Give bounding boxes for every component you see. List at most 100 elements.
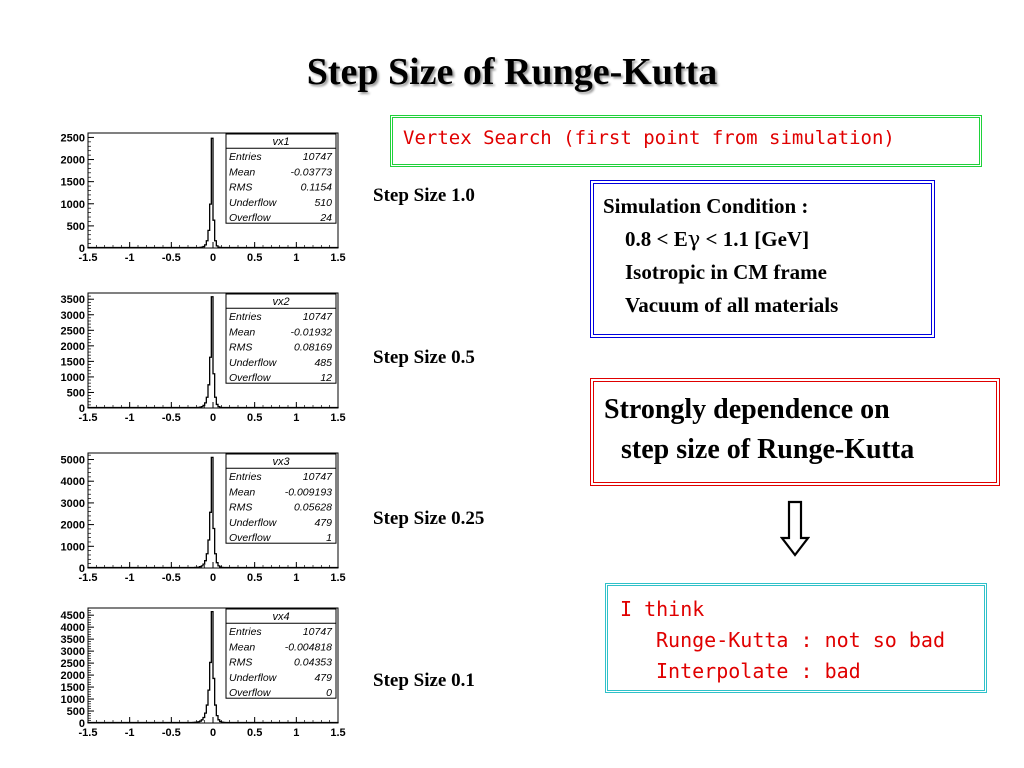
stats-value: -0.004818 bbox=[285, 641, 332, 653]
stats-box bbox=[225, 293, 337, 384]
y-tick-label: 1000 bbox=[61, 372, 85, 384]
x-tick-label: 0 bbox=[210, 572, 216, 584]
stats-value: -0.01932 bbox=[291, 326, 333, 338]
vacuum-condition: Vacuum of all materials bbox=[625, 293, 839, 317]
y-tick-label: 500 bbox=[67, 387, 85, 399]
y-tick-label: 1000 bbox=[61, 199, 85, 211]
stats-name: Mean bbox=[229, 326, 255, 338]
vertex-search-box: Vertex Search (first point from simulati… bbox=[390, 115, 982, 167]
y-tick-label: 1000 bbox=[61, 694, 85, 706]
stats-name: Overflow bbox=[229, 687, 272, 699]
histogram-vx4: 050010001500200025003000350040004500-1.5… bbox=[61, 607, 346, 739]
x-tick-label: 1 bbox=[293, 252, 299, 264]
page-title: Step Size of Runge-Kutta bbox=[306, 51, 718, 93]
histogram-line bbox=[87, 610, 339, 724]
stats-name: Mean bbox=[229, 641, 255, 653]
stats-value: 0.05628 bbox=[294, 502, 332, 514]
double-down-arrow-icon bbox=[780, 500, 810, 557]
x-tick-label: -0.5 bbox=[162, 727, 181, 739]
vertex-search-text: Vertex Search (first point from simulati… bbox=[403, 127, 895, 149]
stats-name: Entries bbox=[229, 311, 262, 323]
stats-box bbox=[225, 608, 337, 699]
y-tick-label: 2500 bbox=[61, 658, 85, 670]
step-size-label-4: Step Size 0.1 bbox=[373, 670, 475, 691]
step-size-label-1: Step Size 1.0 bbox=[373, 185, 475, 206]
stats-name: Mean bbox=[229, 486, 255, 498]
stats-title: vx2 bbox=[272, 296, 289, 308]
x-tick-label: -1.5 bbox=[79, 727, 98, 739]
x-tick-label: -1.5 bbox=[79, 412, 98, 424]
stats-name: Overflow bbox=[229, 372, 272, 384]
stats-title: vx3 bbox=[272, 456, 290, 468]
y-tick-label: 2500 bbox=[61, 325, 85, 337]
x-tick-label: 1 bbox=[293, 412, 299, 424]
x-tick-label: 0.5 bbox=[247, 252, 262, 264]
y-tick-label: 500 bbox=[67, 221, 85, 233]
y-tick-label: 3000 bbox=[61, 498, 85, 510]
stats-name: RMS bbox=[229, 342, 252, 354]
y-tick-label: 2500 bbox=[61, 132, 85, 144]
x-tick-label: -1.5 bbox=[79, 252, 98, 264]
x-tick-label: -0.5 bbox=[162, 412, 181, 424]
y-tick-label: 5000 bbox=[61, 455, 85, 467]
stats-value: 0.1154 bbox=[301, 182, 332, 194]
stats-value: 10747 bbox=[303, 626, 333, 638]
gamma-symbol: γ bbox=[687, 227, 701, 251]
x-tick-label: -1 bbox=[125, 727, 135, 739]
stats-name: RMS bbox=[229, 182, 252, 194]
x-tick-label: 0.5 bbox=[247, 727, 262, 739]
y-tick-label: 3500 bbox=[61, 634, 85, 646]
conclusion-line-2: Runge-Kutta : not so bad bbox=[656, 628, 945, 652]
stats-name: Underflow bbox=[229, 197, 278, 209]
y-tick-label: 0 bbox=[79, 563, 85, 575]
y-tick-label: 4500 bbox=[61, 610, 85, 622]
stats-name: Entries bbox=[229, 151, 262, 163]
x-tick-label: 0 bbox=[210, 412, 216, 424]
x-tick-label: 1.5 bbox=[330, 412, 345, 424]
y-tick-label: 2000 bbox=[61, 155, 85, 167]
y-tick-label: 2000 bbox=[61, 341, 85, 353]
y-tick-label: 0 bbox=[79, 243, 85, 255]
y-tick-label: 2000 bbox=[61, 520, 85, 532]
x-tick-label: 1.5 bbox=[330, 252, 345, 264]
y-tick-label: 2000 bbox=[61, 670, 85, 682]
stats-value: 479 bbox=[314, 517, 332, 529]
x-tick-label: 1.5 bbox=[330, 572, 345, 584]
histogram-line bbox=[87, 456, 339, 569]
x-tick-label: -1 bbox=[125, 252, 135, 264]
energy-range: 0.8 < Eγ < 1.1 [GeV] bbox=[625, 227, 809, 252]
y-tick-label: 1500 bbox=[61, 356, 85, 368]
stats-name: Overflow bbox=[229, 212, 272, 224]
x-tick-label: -1 bbox=[125, 412, 135, 424]
y-tick-label: 1500 bbox=[61, 177, 85, 189]
y-tick-label: 0 bbox=[79, 403, 85, 415]
stats-title: vx4 bbox=[272, 611, 289, 623]
stats-value: 0 bbox=[326, 687, 332, 699]
x-tick-label: 1 bbox=[293, 727, 299, 739]
energy-range-suffix: < 1.1 [GeV] bbox=[700, 227, 810, 251]
step-size-label-3: Step Size 0.25 bbox=[373, 508, 485, 529]
x-tick-label: 0.5 bbox=[247, 572, 262, 584]
simulation-condition-heading: Simulation Condition : bbox=[603, 194, 809, 218]
stats-value: 10747 bbox=[303, 311, 333, 323]
isotropic-condition: Isotropic in CM frame bbox=[625, 260, 827, 284]
stats-name: Underflow bbox=[229, 517, 278, 529]
x-tick-label: 0 bbox=[210, 727, 216, 739]
stats-value: 0.04353 bbox=[294, 657, 332, 669]
y-tick-label: 0 bbox=[79, 718, 85, 730]
dependence-line-1: Strongly dependence on bbox=[604, 394, 890, 425]
x-tick-label: 1.5 bbox=[330, 727, 345, 739]
y-tick-label: 4000 bbox=[61, 476, 85, 488]
y-tick-label: 3500 bbox=[61, 294, 85, 306]
stats-value: -0.03773 bbox=[291, 166, 333, 178]
stats-value: 12 bbox=[320, 372, 332, 384]
conclusion-box: I think Runge-Kutta : not so bad Interpo… bbox=[605, 583, 987, 693]
y-tick-label: 1500 bbox=[61, 682, 85, 694]
y-tick-label: 1000 bbox=[61, 541, 85, 553]
y-tick-label: 3000 bbox=[61, 646, 85, 658]
stats-name: Underflow bbox=[229, 672, 278, 684]
stats-name: RMS bbox=[229, 502, 252, 514]
